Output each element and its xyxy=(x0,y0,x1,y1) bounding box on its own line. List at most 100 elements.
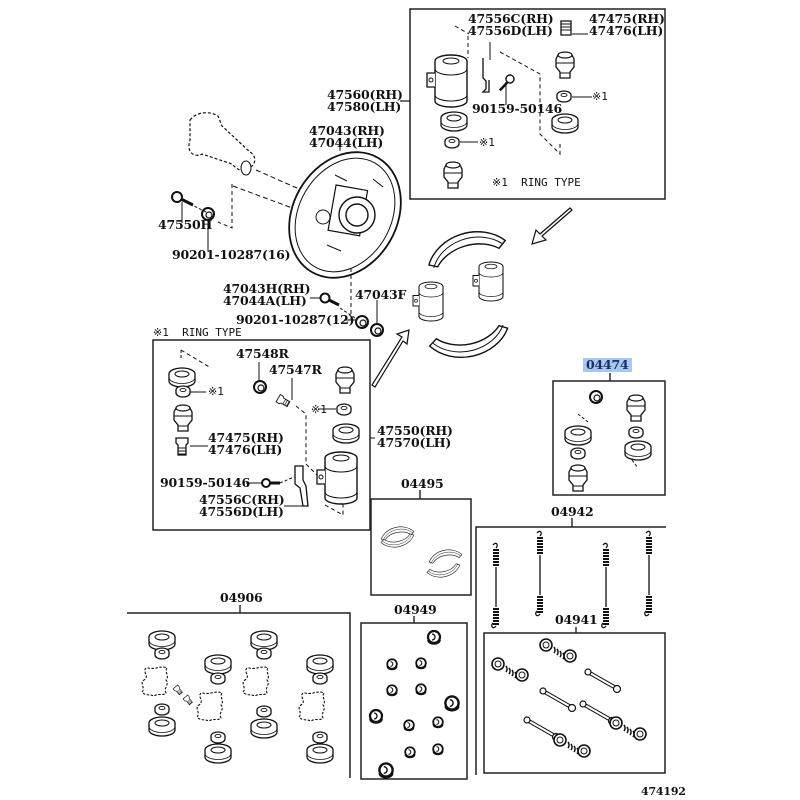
part-label-90159-top[interactable]: 90159-50146 xyxy=(472,101,562,116)
part-label-47550[interactable]: 47550(RH)47570(LH) xyxy=(377,423,453,450)
direction-arrow-icon xyxy=(371,207,573,388)
ring-icon xyxy=(336,403,352,416)
piston-cup-icon xyxy=(306,743,334,764)
kit-04949-box[interactable] xyxy=(360,622,468,780)
piston-cup-icon xyxy=(564,425,592,446)
bolt-icon xyxy=(319,292,340,307)
kit-label-04949[interactable]: 04949 xyxy=(394,602,437,617)
piston-cup-icon xyxy=(551,113,579,134)
hold-down-spring-set-icon xyxy=(491,657,529,682)
part-label-47550h[interactable]: 47550H xyxy=(158,217,213,232)
ring-icon xyxy=(175,385,191,398)
kit-04474-box[interactable] xyxy=(552,380,666,496)
hold-down-pin-icon xyxy=(583,667,623,695)
part-label-90159-left[interactable]: 90159-50146 xyxy=(160,475,250,490)
wheel-cylinder-icon xyxy=(412,281,444,322)
plug-icon xyxy=(404,746,416,759)
ring-type-note: ※1 RING TYPE xyxy=(153,326,242,339)
dust-boot-icon xyxy=(242,666,269,697)
piston-cup-icon xyxy=(148,630,176,651)
ring-icon xyxy=(256,705,272,718)
piston-cup-icon xyxy=(332,423,360,444)
plug-icon xyxy=(432,716,444,729)
part-label-47556c-top[interactable]: 47556C(RH)47556D(LH) xyxy=(468,11,554,38)
bleeder-screw-icon xyxy=(560,20,572,36)
bolt-icon xyxy=(498,74,515,92)
piston-cup-icon xyxy=(204,743,232,764)
wheel-cylinder-icon xyxy=(472,261,504,302)
nut-icon xyxy=(355,315,369,329)
plug-icon xyxy=(368,708,384,725)
kit-label-04941[interactable]: 04941 xyxy=(555,612,598,627)
figure-id: 474192 xyxy=(641,785,686,798)
part-label-90201-12[interactable]: 90201-10287(12) xyxy=(236,312,355,327)
nut-icon xyxy=(589,390,603,404)
return-spring-icon xyxy=(534,530,544,617)
plug-icon xyxy=(415,683,427,696)
ring-icon xyxy=(256,647,272,660)
part-label-90201-16[interactable]: 90201-10287(16) xyxy=(172,247,291,262)
ring-icon xyxy=(312,672,328,685)
piston-icon xyxy=(335,366,355,394)
piston-icon xyxy=(443,161,463,189)
part-label-47560[interactable]: 47560(RH)47580(LH) xyxy=(327,87,403,114)
brake-shoe-icon xyxy=(427,547,463,565)
nut-icon xyxy=(253,380,267,394)
piston-cup-icon xyxy=(624,440,652,461)
kit-04495-box[interactable] xyxy=(370,498,472,596)
kit-label-04495[interactable]: 04495 xyxy=(401,476,444,491)
ring-icon xyxy=(210,731,226,744)
part-label-47548r[interactable]: 47548R xyxy=(236,346,289,361)
return-spring-icon xyxy=(600,542,610,629)
plug-icon xyxy=(378,762,394,779)
part-label-47475-left[interactable]: 47475(RH)47476(LH) xyxy=(208,430,284,457)
hold-down-pin-icon xyxy=(538,686,578,714)
part-label-47043[interactable]: 47043(RH)47044(LH) xyxy=(309,123,385,150)
piston-icon xyxy=(568,464,588,492)
kit-04906-box[interactable] xyxy=(127,612,351,778)
ring-type-marker: ※1 xyxy=(208,385,224,398)
ring-type-note: ※1 RING TYPE xyxy=(492,176,581,189)
piston-cup-icon xyxy=(306,654,334,675)
bleeder-screw-icon xyxy=(182,694,194,706)
return-spring-icon xyxy=(490,542,500,629)
part-label-47043h[interactable]: 47043H(RH)47044A(LH) xyxy=(223,281,311,308)
piston-cup-icon xyxy=(250,630,278,651)
part-label-47556c-left[interactable]: 47556C(RH)47556D(LH) xyxy=(199,492,285,519)
part-label-47547r[interactable]: 47547R xyxy=(269,362,322,377)
hold-down-spring-set-icon xyxy=(539,638,577,663)
part-label-47475-top[interactable]: 47475(RH)47476(LH) xyxy=(589,11,665,38)
kit-04941-box[interactable] xyxy=(483,632,666,774)
hold-down-spring-set-icon xyxy=(609,716,647,741)
piston-icon xyxy=(173,404,193,432)
bolt-icon xyxy=(261,478,280,488)
axle-flange-icon xyxy=(188,112,256,176)
brake-shoe-icon xyxy=(426,562,462,580)
piston-cup-icon xyxy=(168,367,196,388)
kit-04942-box[interactable] xyxy=(475,526,666,775)
brake-backing-plate-icon xyxy=(288,151,402,279)
bleeder-screw-icon xyxy=(175,437,189,456)
wheel-cylinder-icon xyxy=(426,54,468,108)
brake-shoe-icon xyxy=(427,323,513,364)
ring-type-marker: ※1 xyxy=(479,136,495,149)
nut-icon xyxy=(370,323,384,337)
ring-icon xyxy=(154,647,170,660)
piston-cup-icon xyxy=(440,111,468,132)
kit-label-04906[interactable]: 04906 xyxy=(220,590,263,605)
kit-label-04942[interactable]: 04942 xyxy=(551,504,594,519)
ring-icon xyxy=(312,731,328,744)
bleeder-screw-icon xyxy=(172,684,184,696)
plug-icon xyxy=(415,657,427,670)
ring-icon xyxy=(210,672,226,685)
dust-boot-icon xyxy=(196,691,223,722)
part-label-47043f[interactable]: 47043F xyxy=(355,287,407,302)
ring-type-detail-box xyxy=(152,339,371,531)
ring-icon xyxy=(570,447,586,460)
plug-icon xyxy=(426,629,442,646)
dust-boot-icon xyxy=(141,666,168,697)
wheel-cylinder-icon xyxy=(316,451,358,505)
ring-icon xyxy=(154,703,170,716)
return-spring-icon xyxy=(643,530,653,617)
kit-label-04474-highlighted[interactable]: 04474 xyxy=(583,358,632,372)
